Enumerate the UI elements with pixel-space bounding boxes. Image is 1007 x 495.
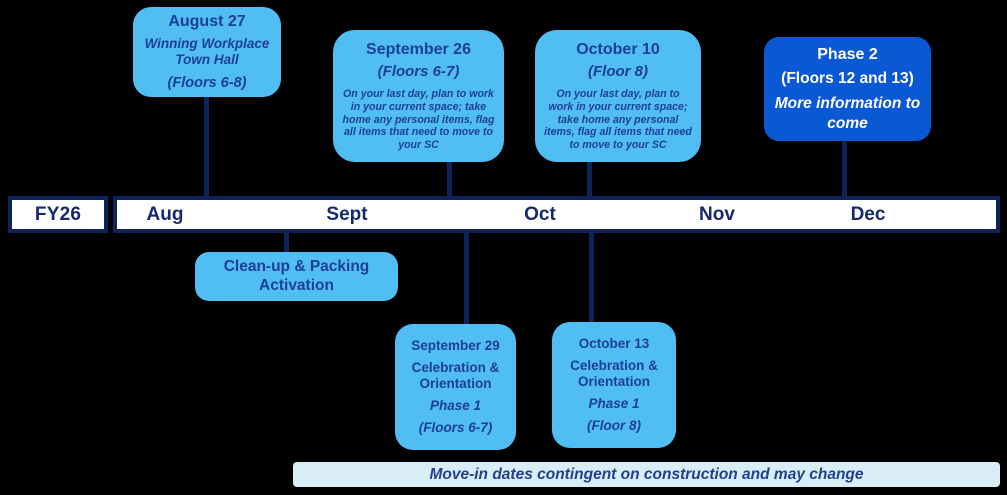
event-date: October 13 xyxy=(578,335,650,351)
event-note: More information to come xyxy=(774,95,921,132)
event-phase: Phase 1 xyxy=(588,396,640,412)
disclaimer-banner: Move-in dates contingent on construction… xyxy=(293,462,1000,487)
connector-september-29 xyxy=(464,230,469,326)
connector-october-13 xyxy=(589,230,594,324)
month-label-sept: Sept xyxy=(326,203,368,225)
event-instructions: On your last day, plan to work in your c… xyxy=(544,88,692,152)
event-floors: (Floors 6-7) xyxy=(418,420,493,436)
month-label-oct: Oct xyxy=(524,203,556,225)
connector-phase-2 xyxy=(842,138,847,198)
month-label-aug: Aug xyxy=(146,203,184,225)
timeline-bar: Aug Sept Oct Nov Dec xyxy=(113,196,1000,233)
event-floors: (Floors 6-8) xyxy=(167,74,247,91)
event-phase: Phase 2 xyxy=(817,46,878,64)
connector-september-26 xyxy=(447,158,452,198)
event-floors: (Floors 6-7) xyxy=(377,63,460,81)
fiscal-year-label-box: FY26 xyxy=(8,196,108,233)
event-name: Clean-up & Packing Activation xyxy=(223,257,370,294)
event-name: Celebration & Orientation xyxy=(411,359,500,391)
connector-october-10 xyxy=(587,158,592,198)
event-date: September 29 xyxy=(411,337,500,353)
event-card-october-10: October 10 (Floor 8) On your last day, p… xyxy=(535,30,701,162)
event-date: August 27 xyxy=(168,13,246,31)
event-date: October 10 xyxy=(576,41,660,59)
connector-august-27 xyxy=(204,95,209,198)
event-floors: (Floor 8) xyxy=(587,418,641,434)
event-card-september-29: September 29 Celebration & Orientation P… xyxy=(395,324,516,450)
event-name: Winning Workplace Town Hall xyxy=(144,36,270,68)
event-card-september-26: September 26 (Floors 6-7) On your last d… xyxy=(333,30,504,162)
event-date: September 26 xyxy=(366,41,471,59)
event-card-august-27: August 27 Winning Workplace Town Hall (F… xyxy=(133,7,281,97)
event-floors: (Floor 8) xyxy=(588,63,648,81)
event-card-cleanup-packing: Clean-up & Packing Activation xyxy=(195,252,398,301)
month-label-dec: Dec xyxy=(850,203,886,225)
event-instructions: On your last day, plan to work in your c… xyxy=(342,88,495,152)
event-card-phase-2: Phase 2 (Floors 12 and 13) More informat… xyxy=(764,37,931,141)
month-label-nov: Nov xyxy=(699,203,735,225)
event-card-october-13: October 13 Celebration & Orientation Pha… xyxy=(552,322,676,448)
event-name: Celebration & Orientation xyxy=(570,357,658,389)
disclaimer-text: Move-in dates contingent on construction… xyxy=(429,465,864,483)
event-phase: Phase 1 xyxy=(429,398,482,414)
connector-cleanup xyxy=(284,230,289,256)
event-floors: (Floors 12 and 13) xyxy=(781,70,914,88)
fiscal-year-label: FY26 xyxy=(34,203,82,225)
